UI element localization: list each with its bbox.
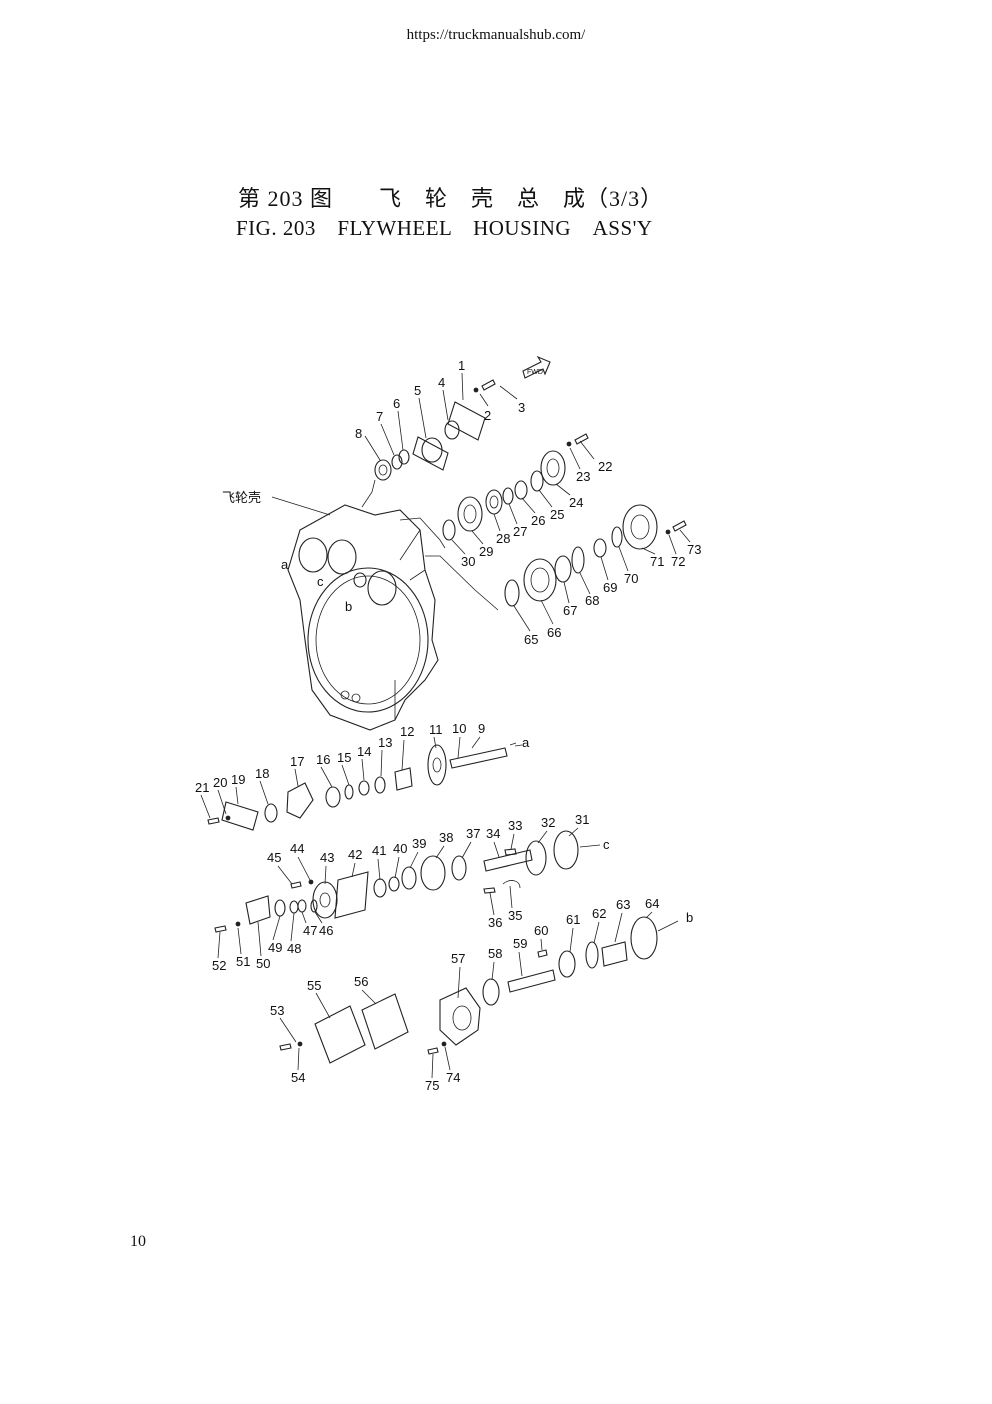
callout-10: 10: [452, 721, 466, 736]
callout-2: 2: [484, 408, 491, 423]
callout-12: 12: [400, 724, 414, 739]
callout-54: 54: [291, 1070, 305, 1085]
callout-48: 48: [287, 941, 301, 956]
callout-71: 71: [650, 554, 664, 569]
callout-73: 73: [687, 542, 701, 557]
callout-38: 38: [439, 830, 453, 845]
callout-50: 50: [256, 956, 270, 971]
callout-61: 61: [566, 912, 580, 927]
callout-37: 37: [466, 826, 480, 841]
callout-56: 56: [354, 974, 368, 989]
callout-41: 41: [372, 843, 386, 858]
callout-39: 39: [412, 836, 426, 851]
callout-49: 49: [268, 940, 282, 955]
callout-25: 25: [550, 507, 564, 522]
housing-label: 飞轮壳: [222, 490, 261, 505]
callout-35: 35: [508, 908, 522, 923]
flywheel-housing-drawing: [287, 504, 439, 731]
callout-58: 58: [488, 946, 502, 961]
cover-plates-drawing: [279, 993, 409, 1064]
callout-21: 21: [195, 780, 209, 795]
callout-60: 60: [534, 923, 548, 938]
callout-19: 19: [231, 772, 245, 787]
callout-57: 57: [451, 951, 465, 966]
callout-9: 9: [478, 721, 485, 736]
ref-letter-b-shaft: b: [686, 910, 693, 925]
ref-letter-b-housing: b: [345, 599, 352, 614]
callout-1: 1: [458, 358, 465, 373]
callout-36: 36: [488, 915, 502, 930]
callout-70: 70: [624, 571, 638, 586]
callout-64: 64: [645, 896, 659, 911]
callout-47: 47: [303, 923, 317, 938]
callout-44: 44: [290, 841, 304, 856]
callout-72: 72: [671, 554, 685, 569]
callout-6: 6: [393, 396, 400, 411]
fwd-label: FWD: [527, 369, 543, 376]
callout-3: 3: [518, 400, 525, 415]
shaft-c-group-drawing: [214, 830, 579, 933]
callout-18: 18: [255, 766, 269, 781]
callout-26: 26: [531, 513, 545, 528]
callout-74: 74: [446, 1070, 460, 1085]
callout-33: 33: [508, 818, 522, 833]
callout-75: 75: [425, 1078, 439, 1093]
callout-15: 15: [337, 750, 351, 765]
callout-63: 63: [616, 897, 630, 912]
callout-66: 66: [547, 625, 561, 640]
callout-11: 11: [429, 722, 443, 737]
callout-14: 14: [357, 744, 371, 759]
callout-30: 30: [461, 554, 475, 569]
callout-68: 68: [585, 593, 599, 608]
callout-59: 59: [513, 936, 527, 951]
callout-8: 8: [355, 426, 362, 441]
callout-34: 34: [486, 826, 500, 841]
forward-direction-arrow: FWD: [522, 355, 551, 379]
middle-right-bearing-group-drawing: [425, 504, 687, 611]
callout-29: 29: [479, 544, 493, 559]
callout-32: 32: [541, 815, 555, 830]
callout-45: 45: [267, 850, 281, 865]
callout-20: 20: [213, 775, 227, 790]
callout-42: 42: [348, 847, 362, 862]
callout-67: 67: [563, 603, 577, 618]
callout-23: 23: [576, 469, 590, 484]
callout-16: 16: [316, 752, 330, 767]
callout-5: 5: [414, 383, 421, 398]
callout-46: 46: [319, 923, 333, 938]
ref-letter-a-shaft: a: [522, 735, 530, 750]
callout-43: 43: [320, 850, 334, 865]
shaft-b-group-drawing: [427, 916, 658, 1055]
callout-4: 4: [438, 375, 445, 390]
callout-28: 28: [496, 531, 510, 546]
callout-22: 22: [598, 459, 612, 474]
callout-17: 17: [290, 754, 304, 769]
callout-13: 13: [378, 735, 392, 750]
callout-69: 69: [603, 580, 617, 595]
callout-numbers: 1 2 3 4 5 6 7 8 9 10 11 12 13 14 15 16 1…: [195, 358, 701, 1093]
callout-40: 40: [393, 841, 407, 856]
callout-53: 53: [270, 1003, 284, 1018]
figure-title-chinese: 第 203 图 飞 轮 壳 总 成（3/3）: [238, 186, 664, 211]
callout-52: 52: [212, 958, 226, 973]
shaft-a-group-drawing: [207, 744, 523, 831]
callout-51: 51: [236, 954, 250, 969]
ref-letter-c-shaft: c: [603, 837, 610, 852]
callout-62: 62: [592, 906, 606, 921]
ref-letter-c-housing: c: [317, 574, 324, 589]
callout-24: 24: [569, 495, 583, 510]
page-number: 10: [130, 1233, 146, 1250]
callout-31: 31: [575, 812, 589, 827]
top-bearing-group-drawing: [361, 379, 496, 508]
callout-55: 55: [307, 978, 321, 993]
source-url: https://truckmanualshub.com/: [406, 27, 586, 43]
callout-7: 7: [376, 409, 383, 424]
upper-right-bearing-group-drawing: [399, 433, 589, 549]
figure-title-english: FIG. 203 FLYWHEEL HOUSING ASS'Y: [236, 216, 653, 240]
ref-letter-a-housing: a: [281, 557, 289, 572]
callout-27: 27: [513, 524, 527, 539]
leader-lines: [200, 372, 691, 1079]
callout-65: 65: [524, 632, 538, 647]
